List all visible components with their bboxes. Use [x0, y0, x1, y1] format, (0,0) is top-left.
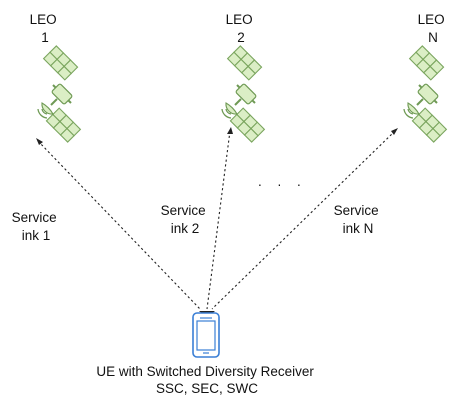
satellite-icon	[221, 44, 266, 144]
service-link-1-line	[37, 140, 201, 310]
phone-icon	[192, 312, 220, 358]
leo-2-label: LEO 2	[226, 12, 257, 45]
leo-1-label: LEO 1	[30, 12, 61, 45]
ellipsis: . . .	[258, 174, 307, 189]
satellite-icon	[37, 44, 82, 144]
satellite-icon	[403, 44, 448, 144]
arrowhead-icon	[227, 127, 233, 134]
service-link-n-label: Service ink N	[334, 203, 383, 236]
service-link-1-label: Service ink 1	[12, 210, 61, 243]
arrowhead-icon	[391, 128, 398, 135]
leo-n-label: LEO N	[418, 12, 449, 45]
arrowhead-icon	[36, 138, 43, 145]
receiver-caption: UE with Switched Diversity Receiver SSC,…	[96, 364, 317, 396]
service-link-2-label: Service ink 2	[161, 203, 210, 236]
service-link-n-line	[211, 130, 396, 310]
service-link-2-line	[206, 130, 231, 310]
